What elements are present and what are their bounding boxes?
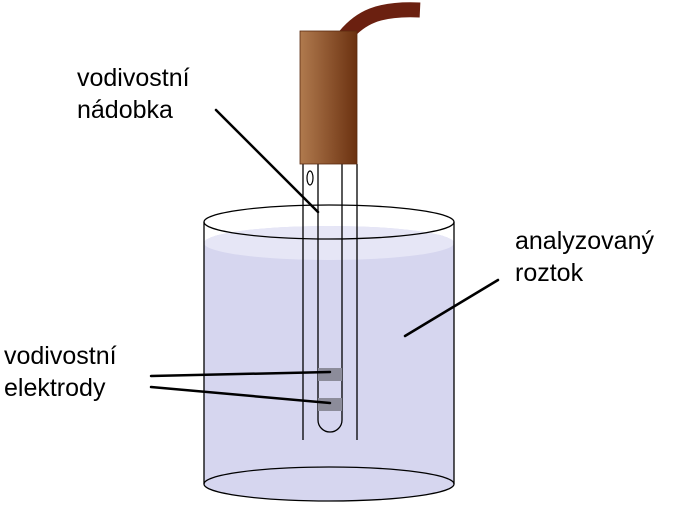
outer-tube [302, 164, 358, 440]
electrode-cap [299, 30, 358, 165]
electrode-band-upper [318, 368, 342, 381]
pointer-line-electrode-lower [149, 385, 332, 405]
label-cell-line2: nádobka [77, 96, 173, 124]
pointer-line-electrode-upper [149, 370, 332, 378]
electrode-band-lower [318, 398, 342, 411]
solution-surface [204, 226, 454, 260]
label-solution-line1: analyzovaný [515, 227, 654, 255]
label-electrodes-line2: elektrody [4, 374, 106, 402]
pointer-line-cell [214, 108, 320, 214]
beaker [203, 204, 455, 502]
label-cell-line1: vodivostní [77, 64, 190, 92]
label-solution-line2: roztok [515, 259, 584, 287]
label-electrodes-line1: vodivostní [4, 342, 117, 370]
vent-hole [306, 170, 314, 186]
solution-liquid [204, 226, 454, 501]
beaker-bottom [203, 466, 455, 502]
inner-tube [317, 164, 343, 433]
pointer-line-solution [403, 278, 500, 338]
conductivity-cell [299, 30, 358, 440]
